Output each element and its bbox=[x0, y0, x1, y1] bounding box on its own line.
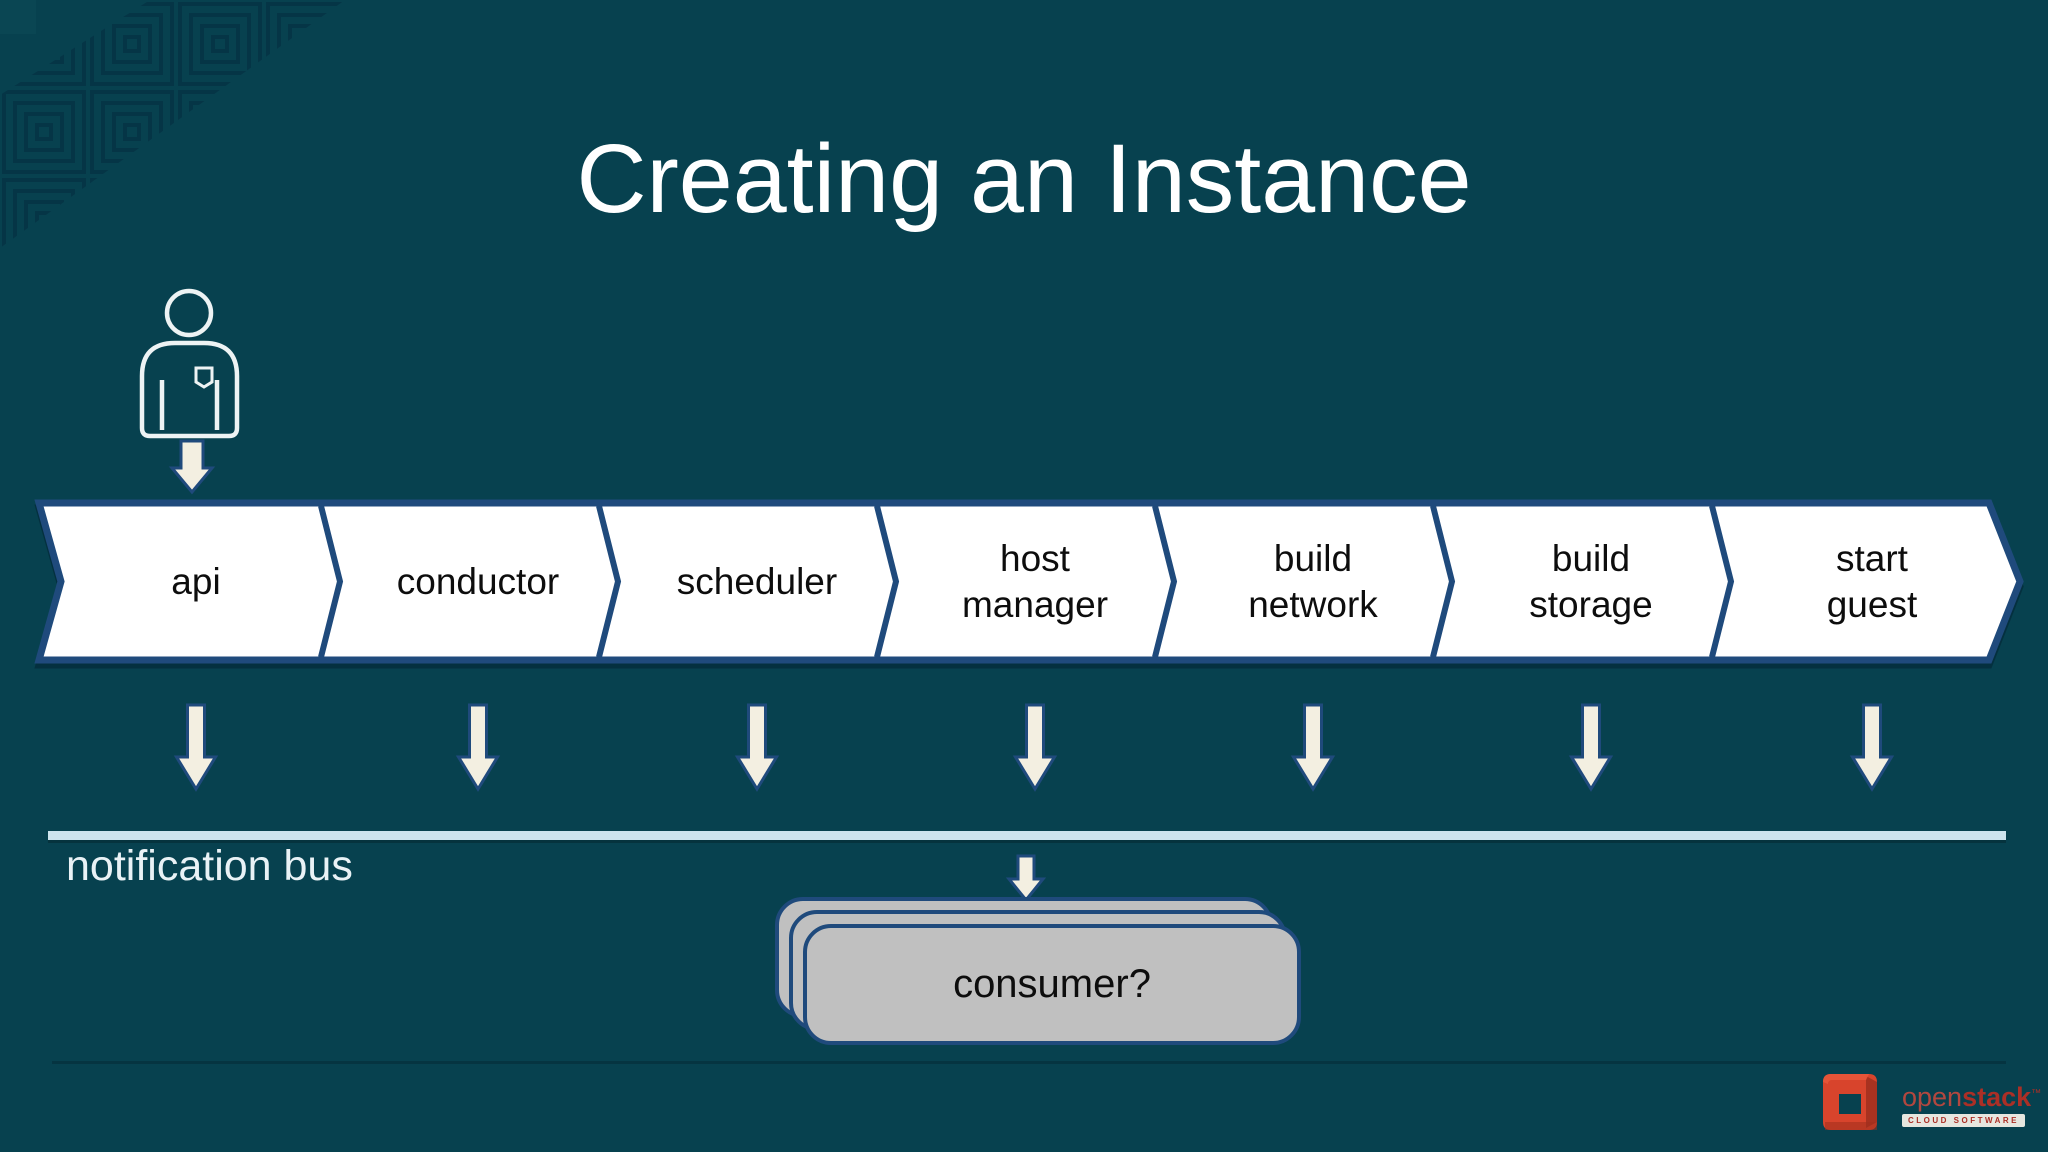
down-arrow-icon bbox=[1568, 703, 1614, 792]
step-label-host-manager: host manager bbox=[961, 538, 1109, 625]
notification-bus-line bbox=[48, 831, 2006, 843]
user-to-api-down-arrow-icon bbox=[168, 439, 216, 495]
person-outline-icon bbox=[139, 288, 240, 439]
openstack-wordmark: openstack™ CLOUD SOFTWARE bbox=[1902, 1084, 2041, 1127]
down-arrow-icon bbox=[1290, 703, 1336, 792]
page-title: Creating an Instance bbox=[576, 124, 1472, 233]
footer-separator-line bbox=[52, 1061, 2006, 1064]
step-label-scheduler: scheduler bbox=[676, 560, 838, 602]
openstack-brand-text: openstack™ bbox=[1902, 1084, 2041, 1111]
down-arrow-icon bbox=[173, 703, 219, 792]
down-arrow-icon bbox=[1012, 703, 1058, 792]
chevron-seams bbox=[318, 505, 1735, 658]
step-label-build-storage: build storage bbox=[1529, 538, 1653, 625]
bus-to-consumer-down-arrow-icon bbox=[1005, 854, 1047, 903]
brand-stack-text: stack bbox=[1962, 1082, 2032, 1112]
notification-bus-label: notification bus bbox=[66, 842, 353, 890]
consumer-card-stack bbox=[775, 897, 1301, 1045]
step-label-api: api bbox=[171, 560, 221, 602]
down-arrow-icon bbox=[734, 703, 780, 792]
down-arrow-icon bbox=[1849, 703, 1895, 792]
chevron-process-band bbox=[34, 499, 2024, 664]
consumer-card-front bbox=[803, 924, 1301, 1045]
service-to-bus-down-arrows bbox=[173, 703, 1895, 792]
corner-pattern-decoration bbox=[0, 0, 345, 248]
brand-trademark: ™ bbox=[2031, 1088, 2042, 1099]
step-label-conductor: conductor bbox=[396, 560, 560, 602]
step-label-build-network: build network bbox=[1248, 538, 1378, 625]
down-arrow-icon bbox=[455, 703, 501, 792]
consumer-card-label: consumer? bbox=[953, 962, 1151, 1006]
brand-tagline-badge: CLOUD SOFTWARE bbox=[1902, 1114, 2025, 1127]
openstack-cube-logo-icon bbox=[1823, 1074, 1877, 1130]
brand-open-text: open bbox=[1902, 1082, 1963, 1112]
step-label-start-guest: start guest bbox=[1826, 538, 1918, 625]
